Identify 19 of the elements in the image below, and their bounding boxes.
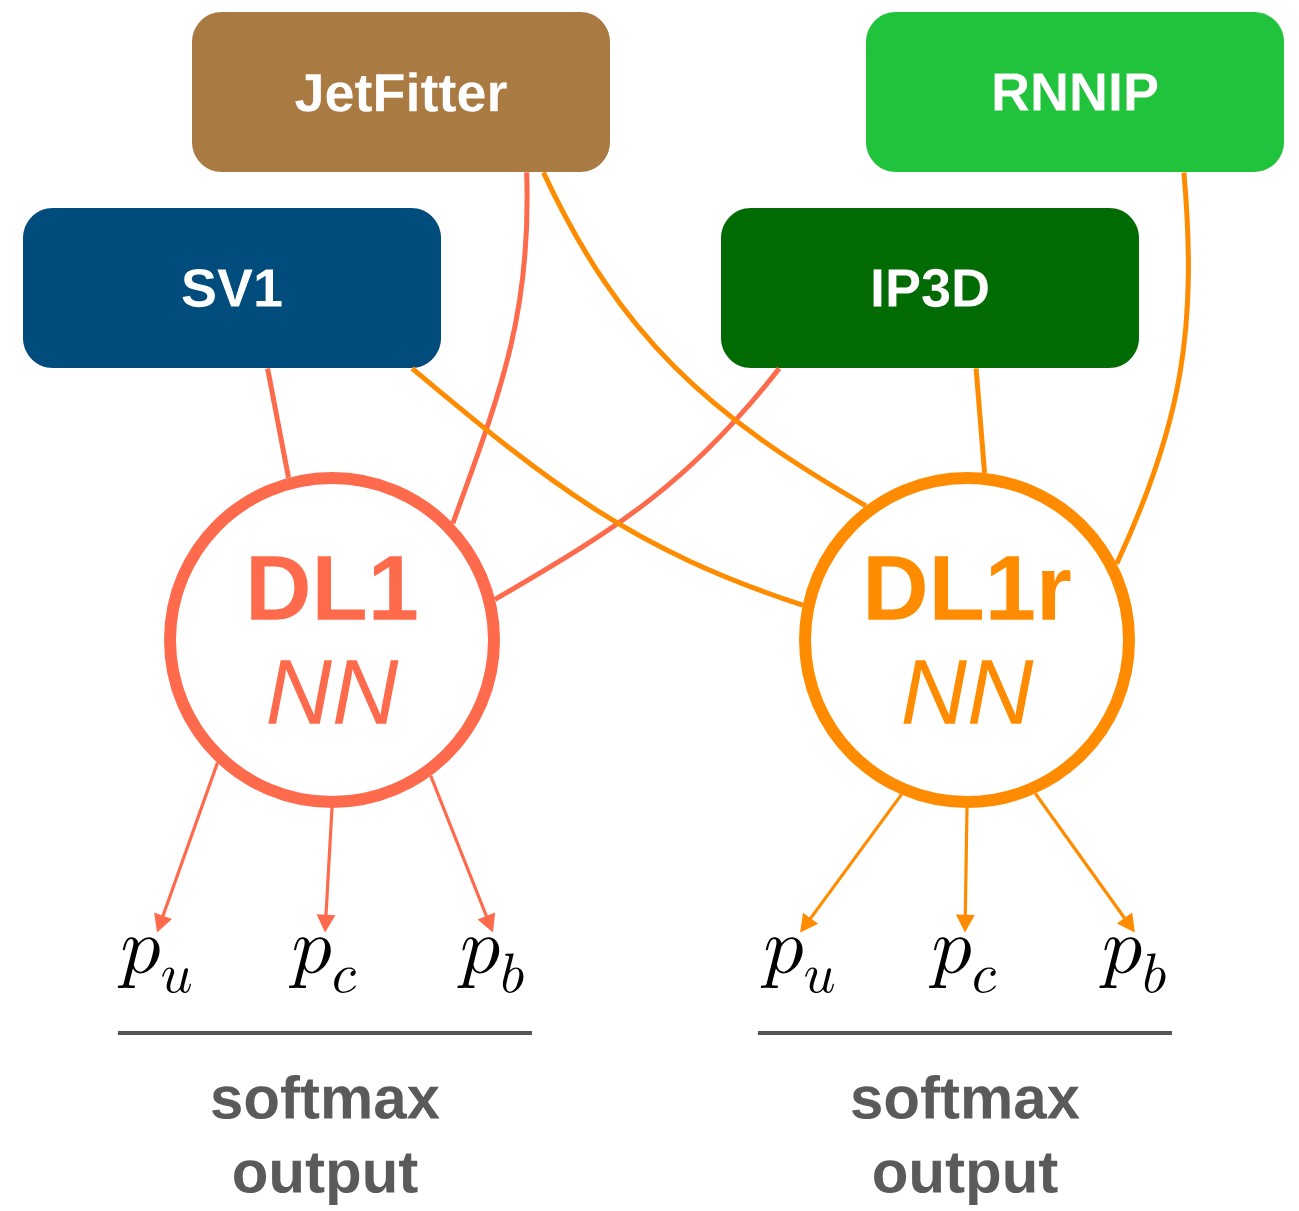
connector-line — [265, 367, 291, 479]
probability-output: $p_c$ — [929, 937, 996, 993]
source-box: JetFitter — [192, 12, 610, 172]
connector-line — [541, 171, 868, 508]
probability-output: $p_b$ — [457, 937, 524, 993]
probability-output: $p_b$ — [1099, 937, 1166, 993]
probability-output: $p_u$ — [117, 937, 191, 993]
output-caption: softmax output — [852, 1075, 1080, 1205]
probability-output: $p_c$ — [289, 937, 356, 993]
connector-line — [493, 366, 782, 602]
source-box: IP3D — [721, 208, 1139, 368]
connector-line — [450, 172, 530, 525]
connector-line — [1114, 172, 1191, 565]
probability-output: $p_u$ — [760, 937, 834, 993]
source-box: RNNIP — [866, 12, 1284, 172]
source-box: SV1 — [23, 208, 441, 368]
output-caption: softmax output — [212, 1075, 440, 1205]
connector-line — [410, 366, 804, 608]
connector-line — [973, 368, 988, 474]
